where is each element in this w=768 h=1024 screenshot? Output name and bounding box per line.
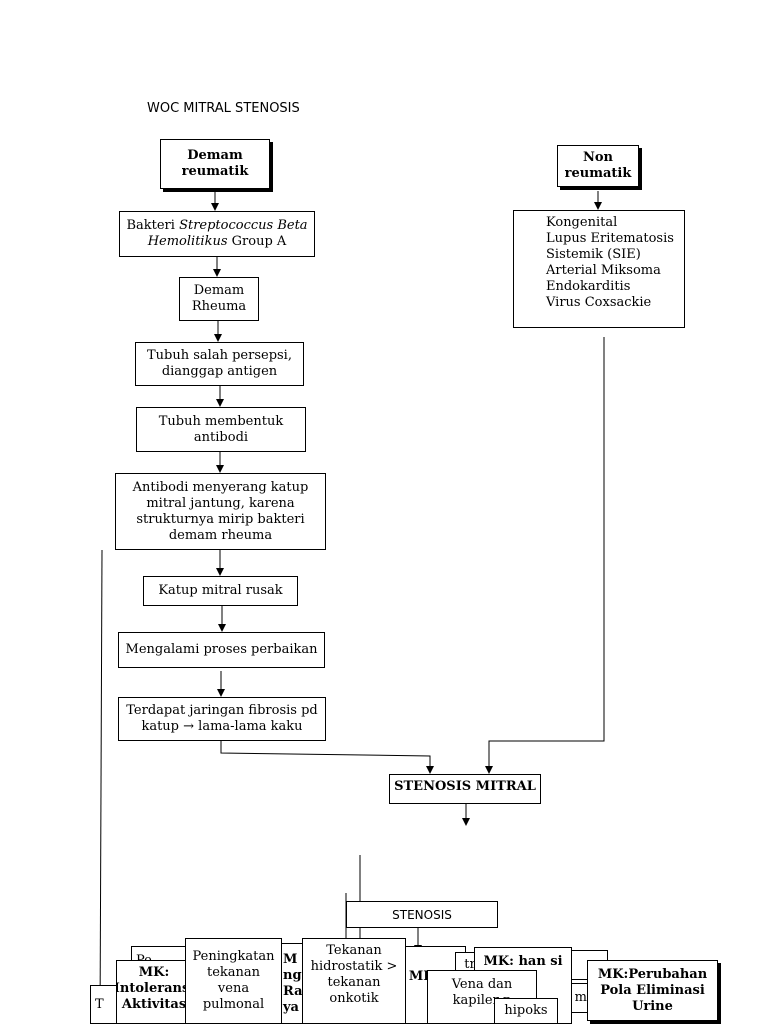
cause-item: Sistemik (SIE) <box>546 247 641 262</box>
node-label: Tubuh salah persepsi, dianggap antigen <box>147 348 292 379</box>
node-label: MK:Perubahan Pola Eliminasi Urine <box>597 966 708 1014</box>
node-hipoks: hipoks <box>494 998 558 1024</box>
fragment-text: m <box>574 990 587 1005</box>
node-label: MK: Intoleransi Aktivitas <box>116 965 192 1012</box>
fragment-text: Ra <box>283 983 303 999</box>
node-fibrosis: Terdapat jaringan fibrosis pd katup → la… <box>118 697 326 741</box>
node-label: STENOSIS <box>392 907 452 922</box>
node-perbaikan: Mengalami proses perbaikan <box>118 632 325 668</box>
cause-item: Virus Coxsackie <box>546 295 652 310</box>
fragment-text: T <box>95 996 104 1012</box>
node-stenosis: STENOSIS <box>346 901 498 928</box>
node-label: Peningkatan tekanan vena pulmonal <box>192 949 275 1012</box>
node-vena-kapiler: Vena dan kapiler p <box>427 970 537 1024</box>
cause-item: Kongenital <box>546 215 618 230</box>
node-non-reumatik-causes: Kongenital Lupus Eritematosis Sistemik (… <box>513 210 685 328</box>
fragment-text: tr <box>464 957 476 972</box>
fragment-text: M <box>283 951 298 967</box>
node-label: Tubuh membentuk antibodi <box>158 413 284 445</box>
node-label: Bakteri Streptococcus Beta Hemolitikus G… <box>124 218 310 250</box>
node-non-reumatik: Non reumatik <box>557 145 639 187</box>
node-label: Demam Rheuma <box>191 283 247 314</box>
node-label: hipoks <box>504 1003 548 1018</box>
node-mk-intoleransi: MK: Intoleransi Aktivitas <box>116 960 192 1024</box>
cause-item: Endokarditis <box>546 279 631 294</box>
page-title: WOC MITRAL STENOSIS <box>147 101 300 116</box>
node-antibodi-menyerang: Antibodi menyerang katup mitral jantung,… <box>115 473 326 550</box>
cause-item: Lupus Eritematosis <box>546 231 674 246</box>
node-label: Antibodi menyerang katup mitral jantung,… <box>132 479 309 543</box>
node-label: Katup mitral rusak <box>158 583 283 598</box>
node-tekanan-hidrostatik: Tekanan hidrostatik > tekanan onkotik <box>302 938 406 1024</box>
node-demam-rheuma: Demam Rheuma <box>179 277 259 321</box>
node-katup-rusak: Katup mitral rusak <box>143 576 298 606</box>
node-peningkatan-tekanan: Peningkatan tekanan vena pulmonal <box>185 938 282 1024</box>
node-salah-persepsi: Tubuh salah persepsi, dianggap antigen <box>135 342 304 386</box>
node-label: Tekanan hidrostatik > tekanan onkotik <box>310 943 398 1006</box>
fragment-text: ya <box>283 999 299 1015</box>
node-label: STENOSIS MITRAL <box>394 779 536 794</box>
bakteri-species: Streptococcus Beta Hemolitikus <box>147 218 308 249</box>
node-label: MK: han si <box>483 954 563 969</box>
cause-item: Arterial Miksoma <box>546 263 661 278</box>
node-bakteri: Bakteri Streptococcus Beta Hemolitikus G… <box>119 211 315 257</box>
node-label: Mengalami proses perbaikan <box>125 642 318 657</box>
node-label: Terdapat jaringan fibrosis pd katup → la… <box>126 703 318 734</box>
node-label: Demam reumatik <box>181 148 249 179</box>
node-label: Non reumatik <box>564 150 632 181</box>
node-mk-eliminasi: MK:Perubahan Pola Eliminasi Urine <box>587 960 718 1021</box>
node-stenosis-mitral: STENOSIS MITRAL <box>389 774 541 804</box>
node-demam-reumatik: Demam reumatik <box>160 139 270 189</box>
bakteri-suffix: Group A <box>227 234 287 249</box>
bakteri-prefix: Bakteri <box>126 218 180 233</box>
fragment-text: ng <box>283 967 302 983</box>
node-antibodi: Tubuh membentuk antibodi <box>136 407 306 452</box>
